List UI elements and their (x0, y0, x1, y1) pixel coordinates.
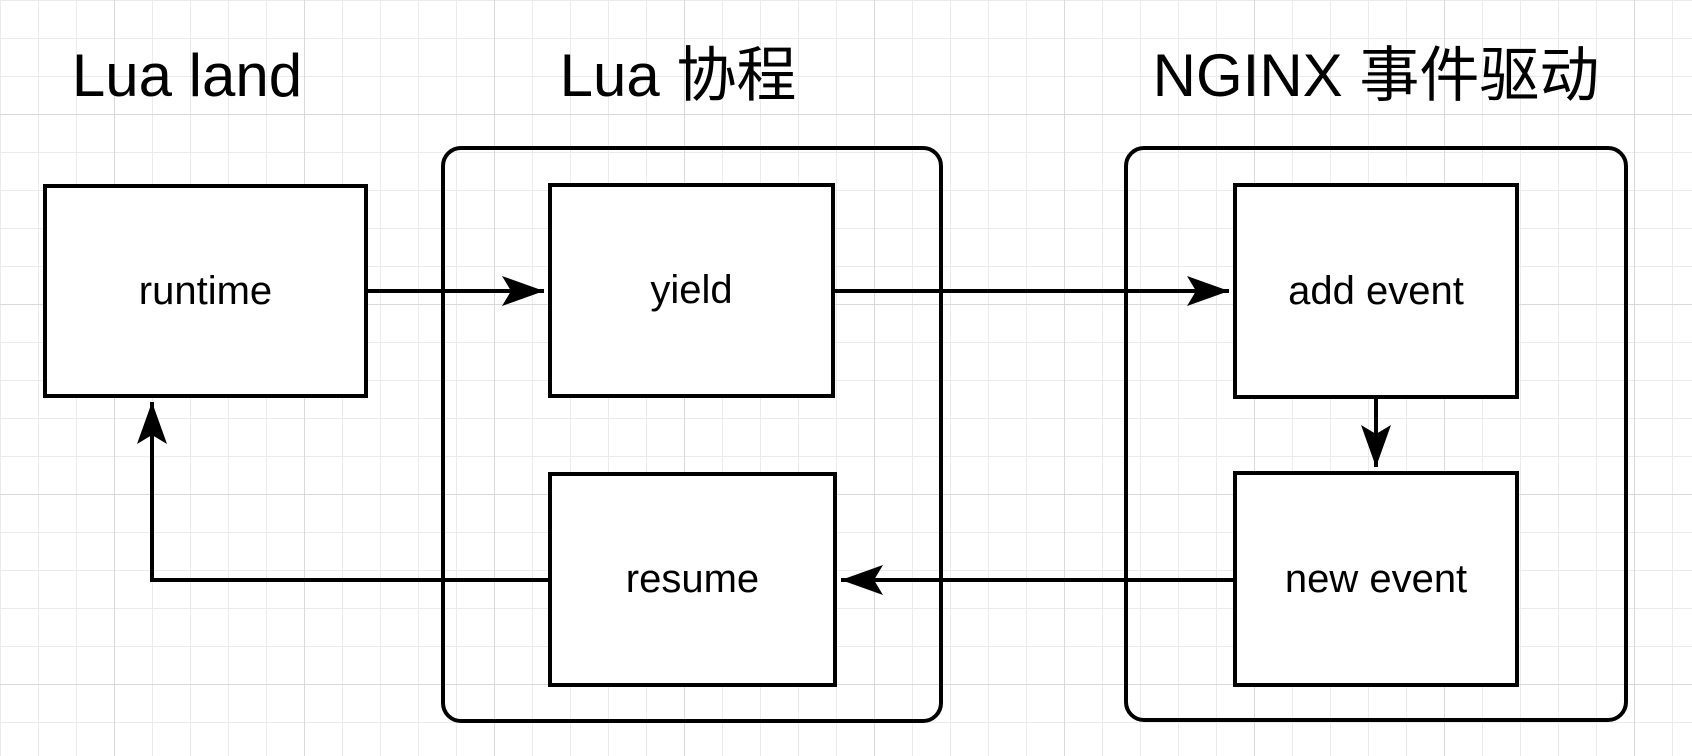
node-yield: yield (548, 183, 835, 398)
node-resume-label: resume (625, 557, 760, 601)
node-runtime-label: runtime (138, 268, 273, 313)
node-yield-label: yield (650, 268, 733, 312)
nginx-event-driven-group-container (1124, 146, 1628, 722)
group-title-lua-coroutine: Lua 协程 (559, 42, 797, 109)
group-title-lua-land: Lua land (71, 42, 303, 109)
node-add-event-label: add event (1288, 268, 1464, 313)
node-new-event: new event (1233, 471, 1519, 687)
node-new-event-label: new event (1284, 556, 1468, 601)
node-resume: resume (548, 472, 837, 687)
node-add-event: add event (1233, 183, 1519, 399)
group-title-nginx-event-driven: NGINX 事件驱动 (1152, 42, 1600, 109)
node-runtime: runtime (43, 184, 368, 398)
